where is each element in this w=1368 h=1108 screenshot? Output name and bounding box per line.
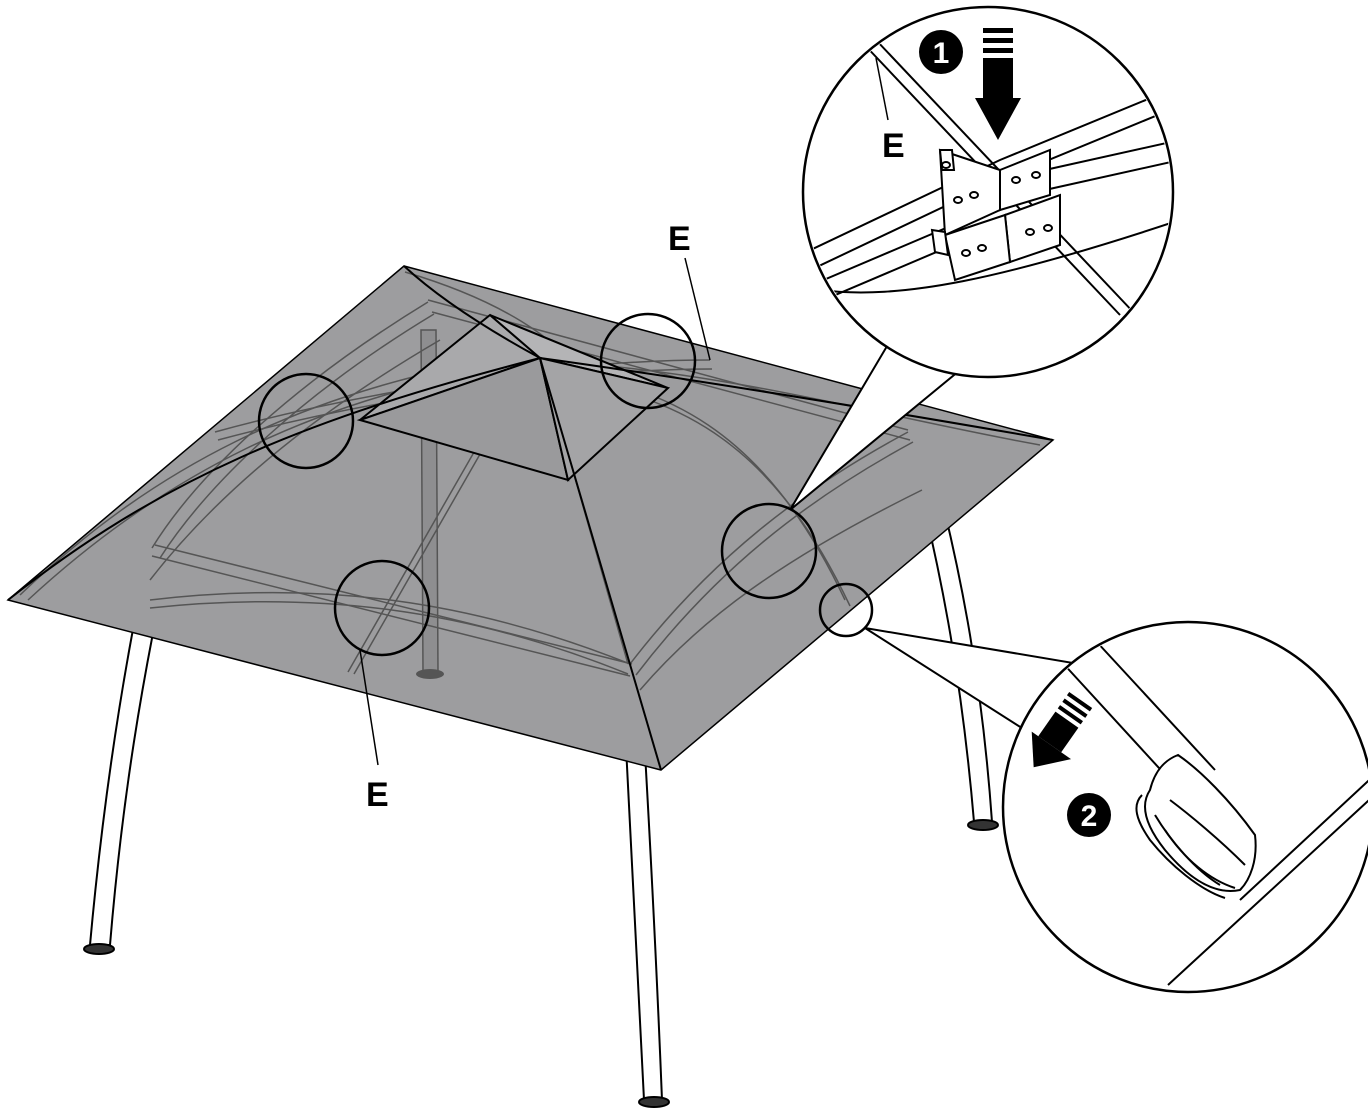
canopy-peak — [356, 313, 671, 482]
highlight-circle-corner — [818, 582, 874, 638]
highlight-circle-front — [333, 559, 431, 657]
highlight-circle-left — [257, 372, 355, 470]
highlight-circle-top — [599, 312, 697, 410]
leg-foot-front-middle — [638, 1096, 670, 1108]
leg-foot-right — [967, 819, 999, 831]
peak-side-face — [538, 356, 671, 482]
step-badge-2 — [1067, 793, 1111, 837]
step-number-1: 1 — [933, 37, 950, 70]
down-arrow-icon — [975, 28, 1021, 140]
step-number-2: 2 — [1081, 800, 1098, 833]
callout-detail-1: E 1 — [789, 5, 1175, 511]
part-label-e-top: E — [668, 220, 691, 258]
leg-foot-front-left — [83, 943, 115, 955]
callout-1-leader — [875, 57, 889, 121]
back-pole-foot — [416, 669, 444, 679]
gazebo-legs — [83, 426, 999, 1108]
leader-line-bottom — [359, 649, 379, 766]
leader-line-top — [684, 257, 711, 361]
highlight-circle-right — [720, 502, 818, 600]
step-badge-1 — [919, 30, 963, 74]
canopy-edges — [7, 265, 1054, 771]
callout-detail-2: 2 — [864, 620, 1368, 994]
part-label-e-detail-1: E — [882, 127, 905, 165]
diagonal-arrow-icon — [1031, 691, 1093, 768]
part-label-e-bottom: E — [366, 776, 389, 814]
highlight-circles — [257, 312, 874, 657]
